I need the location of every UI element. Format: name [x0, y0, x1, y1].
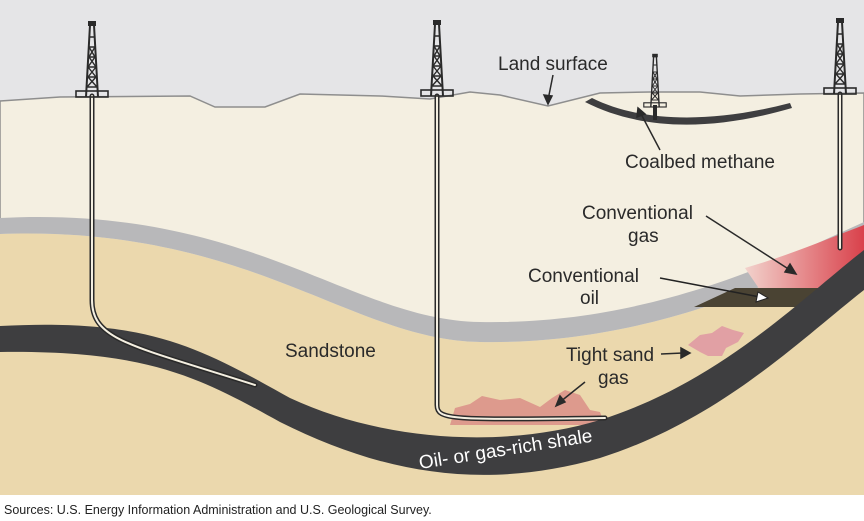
conventional-oil-label-2: oil — [580, 288, 599, 309]
tight-sand-gas-label-1: Tight sand — [566, 345, 654, 366]
seal-layer — [0, 216, 864, 343]
conventional-gas-label-2: gas — [628, 226, 659, 247]
conventional-oil-label-1: Conventional — [528, 266, 639, 287]
coalbed-seam — [585, 98, 792, 125]
tight-sand-gas-label-2: gas — [598, 368, 629, 389]
footer — [0, 495, 864, 521]
conventional-gas-zone — [745, 225, 864, 290]
horizontal-well-middle — [434, 93, 608, 422]
sources-text: Sources: U.S. Energy Information Adminis… — [4, 503, 432, 517]
land-surface-label: Land surface — [498, 54, 608, 75]
tight-sand-gas-zone — [688, 326, 744, 356]
shale-layer — [0, 250, 864, 475]
conventional-gas-label-1: Conventional — [582, 203, 693, 224]
coalbed-methane-label: Coalbed methane — [625, 152, 775, 173]
horizontal-well-left — [89, 93, 258, 388]
label-arrows — [542, 74, 798, 408]
sandstone-label: Sandstone — [285, 341, 376, 362]
